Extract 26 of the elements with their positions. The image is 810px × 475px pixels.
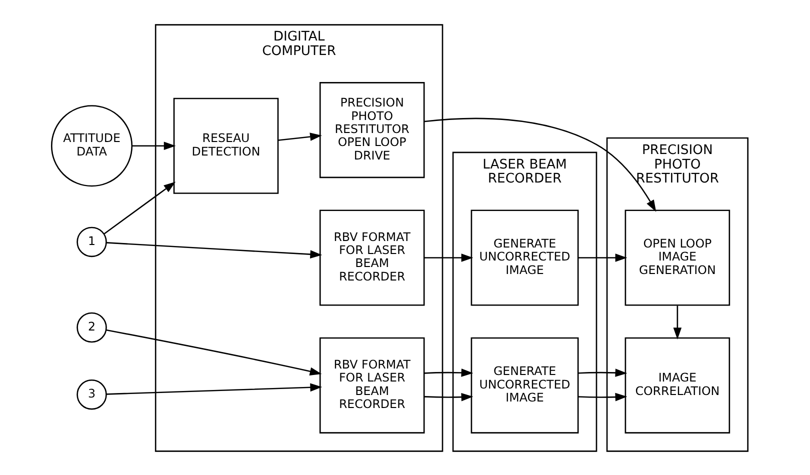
node-box: RBV FORMAT FOR LASER BEAM RECORDER (319, 336, 425, 433)
node-circle: 2 (76, 312, 107, 342)
node-circle: 3 (76, 378, 107, 410)
arrow (106, 328, 322, 375)
node-box: PRECISION PHOTO RESTITUTOR OPEN LOOP DRIVE (319, 82, 425, 178)
node-box: RESEAU DETECTION (173, 97, 279, 194)
arrow (424, 117, 656, 212)
node-box: GENERATE UNCORRECTED IMAGE (470, 209, 579, 306)
arrow (424, 392, 474, 401)
node-box: GENERATE UNCORRECTED IMAGE (470, 336, 579, 433)
arrow (132, 141, 176, 150)
node-box: RBV FORMAT FOR LASER BEAM RECORDER (319, 209, 425, 306)
arrow (673, 305, 682, 340)
arrow (424, 253, 474, 262)
arrow (106, 242, 322, 258)
arrow (278, 132, 322, 140)
node-circle: ATTITUDE DATA (50, 104, 133, 186)
node-box: IMAGE CORRELATION (624, 336, 730, 433)
node-circle: 1 (76, 226, 107, 257)
arrow (106, 382, 322, 394)
arrow (578, 392, 628, 401)
arrow (578, 253, 628, 262)
node-box: OPEN LOOP IMAGE GENERATION (624, 209, 730, 306)
arrow (104, 181, 176, 234)
arrow (424, 368, 474, 376)
arrow (578, 368, 628, 376)
